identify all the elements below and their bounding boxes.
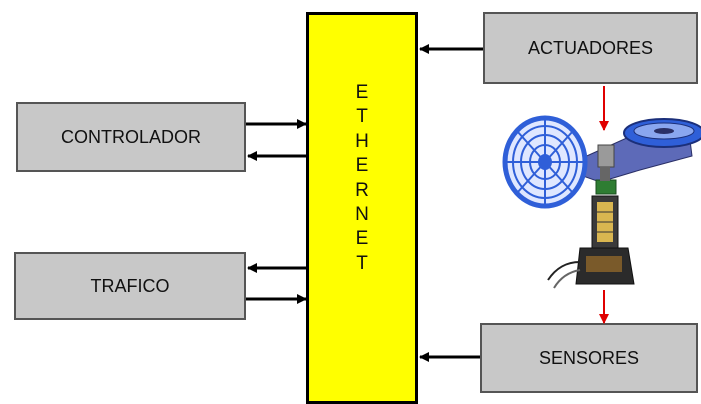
trafico-label: TRAFICO (90, 275, 170, 296)
ethernet-letter: N (355, 204, 369, 226)
ethernet-letter: E (355, 155, 369, 177)
ethernet-letter: E (355, 82, 369, 103)
trafico-block: TRAFICO (14, 252, 246, 320)
ethernet-label: E T H E R N E T (309, 81, 415, 276)
rotor-ring-icon (623, 118, 701, 148)
controlador-label: CONTROLADOR (60, 126, 201, 147)
controlador-block: CONTROLADOR (16, 102, 246, 172)
ethernet-bus: E T H E R N E T (306, 12, 418, 404)
ethernet-letter: T (356, 106, 368, 128)
actuadores-block: ACTUADORES (483, 12, 698, 84)
sensores-label: SENSORES (538, 347, 640, 368)
ethernet-letter: E (355, 228, 369, 250)
ethernet-letter: R (355, 179, 369, 201)
sensores-block: SENSORES (480, 323, 698, 393)
fan-rig-image (502, 115, 701, 289)
ethernet-letter: H (355, 130, 369, 152)
fan-icon (502, 115, 588, 209)
ethernet-letter: T (356, 252, 368, 274)
actuadores-label: ACTUADORES (527, 37, 653, 58)
